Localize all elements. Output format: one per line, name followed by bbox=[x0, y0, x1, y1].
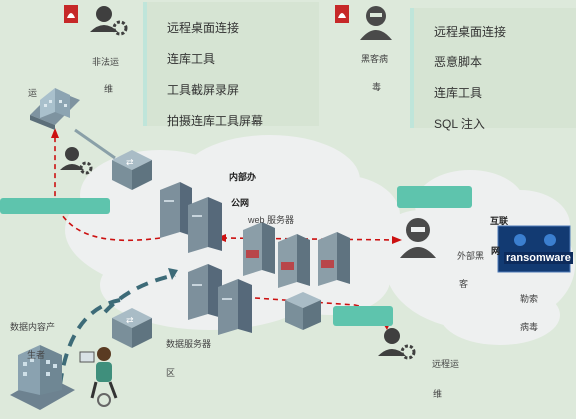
method-remote-desktop: 远程桌面连接 bbox=[167, 21, 240, 35]
method-db-tool: 连库工具 bbox=[167, 52, 216, 66]
hacker-methods-panel: 远程桌面连接 恶意脚本 连库工具 SQL 注入 bbox=[410, 8, 576, 131]
method-malicious-script: 恶意脚本 bbox=[434, 55, 483, 69]
firewall-server-icon bbox=[243, 222, 350, 288]
method-remote-desktop-2: 远程桌面连接 bbox=[434, 25, 507, 39]
label-illegal-ops-2: 维 bbox=[104, 84, 114, 94]
label-web-servers: web 服务器 bbox=[248, 215, 295, 225]
svg-text:⇄: ⇄ bbox=[126, 315, 134, 325]
label-external-hacker-1: 外部黑 bbox=[457, 251, 485, 261]
internet-cloud bbox=[375, 170, 575, 345]
label-data-producer-2: 生者 bbox=[27, 350, 46, 360]
label-internet-2: 网 bbox=[491, 246, 501, 256]
teal-highlight-box-2 bbox=[397, 186, 472, 208]
illegal-ops-methods-panel: 远程桌面连接 连库工具 工具截屏录屏 拍摄连库工具屏幕 bbox=[143, 2, 319, 128]
server-rack-icon bbox=[160, 182, 222, 253]
label-internal-office-2: 公网 bbox=[231, 198, 250, 208]
alert-badge-icon-2 bbox=[335, 5, 349, 23]
database-server-icon bbox=[188, 264, 252, 335]
label-internal-office-1: 内部办 bbox=[229, 172, 257, 182]
data-flow-dashed bbox=[103, 273, 176, 314]
alert-badge-icon bbox=[64, 5, 78, 23]
data-flow-arrowhead bbox=[168, 268, 178, 280]
data-flow-dashed-2 bbox=[58, 298, 121, 386]
label-remote-ops-1: 远程运 bbox=[432, 359, 460, 369]
label-data-producer-1: 数据内容产 bbox=[10, 322, 56, 332]
link-building-switch bbox=[74, 128, 116, 160]
method-photo-screen: 拍摄连库工具屏幕 bbox=[167, 114, 264, 128]
attack-arrow-right bbox=[392, 236, 402, 244]
teal-highlight-box-3 bbox=[333, 306, 393, 326]
datacenter-building-icon bbox=[30, 88, 80, 130]
teal-highlight-box bbox=[0, 198, 110, 214]
remote-ops-worker-gear-icon bbox=[378, 328, 416, 360]
label-external-hacker-2: 客 bbox=[459, 279, 469, 289]
network-switch-icon-2: ⇄ bbox=[112, 308, 152, 348]
office-building-icon bbox=[10, 345, 75, 410]
attack-arrow-up bbox=[51, 128, 59, 138]
label-db-servers-1: 数据服务器 bbox=[166, 339, 212, 349]
external-hacker-icon bbox=[400, 218, 436, 258]
label-remote-ops-2: 维 bbox=[433, 389, 443, 399]
label-ransom-2: 病毒 bbox=[520, 322, 539, 332]
label-internet-1: 互联 bbox=[490, 216, 509, 226]
label-db-servers-2: 区 bbox=[166, 368, 176, 378]
ransomware-logo-text: ransomware bbox=[504, 252, 573, 264]
hacker-icon bbox=[360, 6, 392, 40]
label-hacker-2: 毒 bbox=[372, 82, 382, 92]
label-ops-short: 运 bbox=[28, 88, 38, 98]
label-illegal-ops-1: 非法运 bbox=[92, 57, 120, 67]
network-switch-icon: ⇄ bbox=[112, 150, 152, 190]
label-hacker-1: 黑客病 bbox=[361, 54, 389, 64]
data-producer-person-icon bbox=[79, 347, 118, 407]
method-sql-injection: SQL 注入 bbox=[434, 117, 485, 131]
method-screen-record: 工具截屏录屏 bbox=[167, 83, 240, 97]
svg-text:⇄: ⇄ bbox=[126, 157, 134, 167]
label-ransom-1: 勒索 bbox=[520, 294, 539, 304]
ops-worker-gear-icon bbox=[90, 6, 128, 36]
method-db-tool-2: 连库工具 bbox=[434, 86, 483, 100]
ops-worker-gear-icon-2 bbox=[60, 147, 93, 175]
storage-device-icon bbox=[285, 292, 321, 330]
ransomware-image bbox=[497, 225, 571, 273]
